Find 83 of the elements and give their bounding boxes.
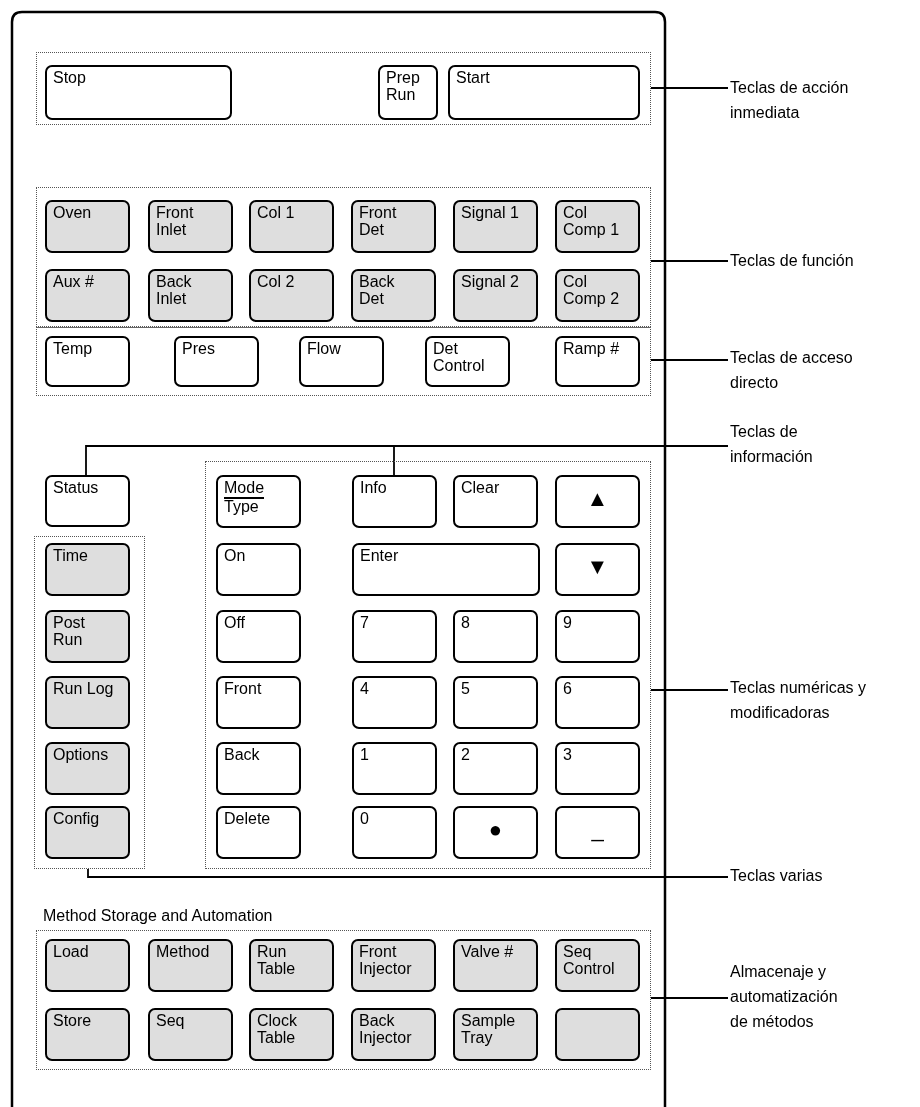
key-button: Method [148, 939, 233, 992]
key-button: 4 [352, 676, 437, 729]
key-group-frame [36, 187, 651, 327]
key-group-frame [34, 536, 145, 869]
key-button: ▲ [555, 475, 640, 528]
key-button: Time [45, 543, 130, 596]
key-button: 1 [352, 742, 437, 795]
key-button: Front [216, 676, 301, 729]
key-button: Col 2 [249, 269, 334, 322]
callout-label: Teclas numéricas y modificadoras [730, 676, 905, 726]
leader-line [650, 359, 729, 361]
key-button: Aux # [45, 269, 130, 322]
key-button: Pres [174, 336, 259, 387]
leader-line [650, 997, 729, 999]
callout-label: Teclas varias [730, 864, 880, 889]
key-button: 9 [555, 610, 640, 663]
key-button: Load [45, 939, 130, 992]
key-group-frame [36, 52, 651, 125]
key-button: Back Inlet [148, 269, 233, 322]
key-button: Clock Table [249, 1008, 334, 1061]
key-button: Config [45, 806, 130, 859]
key-button: Back [216, 742, 301, 795]
key-button: Front Det [351, 200, 436, 253]
key-button: 2 [453, 742, 538, 795]
key-button: Front Inlet [148, 200, 233, 253]
key-button [216, 475, 301, 528]
key-group-frame [36, 327, 651, 396]
key-button: 0 [352, 806, 437, 859]
key-button: Signal 1 [453, 200, 538, 253]
key-button: Info [352, 475, 437, 528]
key-button: Seq [148, 1008, 233, 1061]
key-button: Clear [453, 475, 538, 528]
key-button: Ramp # [555, 336, 640, 387]
leader-line [650, 260, 729, 262]
key-label: Type [224, 498, 259, 516]
callout-label: Teclas de información [730, 420, 840, 470]
callout-label: Teclas de acceso directo [730, 346, 880, 396]
key-button: Col Comp 1 [555, 200, 640, 253]
key-button: Prep Run [378, 65, 438, 120]
key-button: Col 1 [249, 200, 334, 253]
key-button: Oven [45, 200, 130, 253]
key-button: On [216, 543, 301, 596]
leader-line [393, 445, 729, 476]
callout-label: Teclas de acción inmediata [730, 76, 880, 126]
key-button: Run Table [249, 939, 334, 992]
key-button: Temp [45, 336, 130, 387]
key-button: Front Injector [351, 939, 436, 992]
callout-label: Teclas de función [730, 249, 900, 274]
key-button: 8 [453, 610, 538, 663]
key-button: Det Control [425, 336, 510, 387]
key-button: Post Run [45, 610, 130, 663]
key-group-frame [205, 461, 651, 869]
key-button: Signal 2 [453, 269, 538, 322]
section-heading: Method Storage and Automation [43, 907, 273, 925]
callout-label: Almacenaje y automatización de métodos [730, 960, 852, 1035]
key-button: 7 [352, 610, 437, 663]
key-button: Status [45, 475, 130, 527]
key-button: Delete [216, 806, 301, 859]
key-button: Stop [45, 65, 232, 120]
key-button: Col Comp 2 [555, 269, 640, 322]
leader-line [650, 87, 729, 89]
key-button: Seq Control [555, 939, 640, 992]
key-button: Sample Tray [453, 1008, 538, 1061]
key-button: ▼ [555, 543, 640, 596]
key-button: Store [45, 1008, 130, 1061]
key-button: Start [448, 65, 640, 120]
key-button: ● [453, 806, 538, 859]
key-button: 6 [555, 676, 640, 729]
key-button: Back Det [351, 269, 436, 322]
leader-line [87, 868, 729, 878]
key-label: Mode [224, 480, 265, 499]
key-button: 5 [453, 676, 538, 729]
key-button: Off [216, 610, 301, 663]
key-button: _ [555, 806, 640, 859]
key-button: 3 [555, 742, 640, 795]
leader-line [650, 689, 729, 691]
key-button: Run Log [45, 676, 130, 729]
key-button: Enter [352, 543, 540, 596]
key-button: Valve # [453, 939, 538, 992]
key-button: Back Injector [351, 1008, 436, 1061]
key-button [555, 1008, 640, 1061]
key-button: Flow [299, 336, 384, 387]
key-button: Options [45, 742, 130, 795]
